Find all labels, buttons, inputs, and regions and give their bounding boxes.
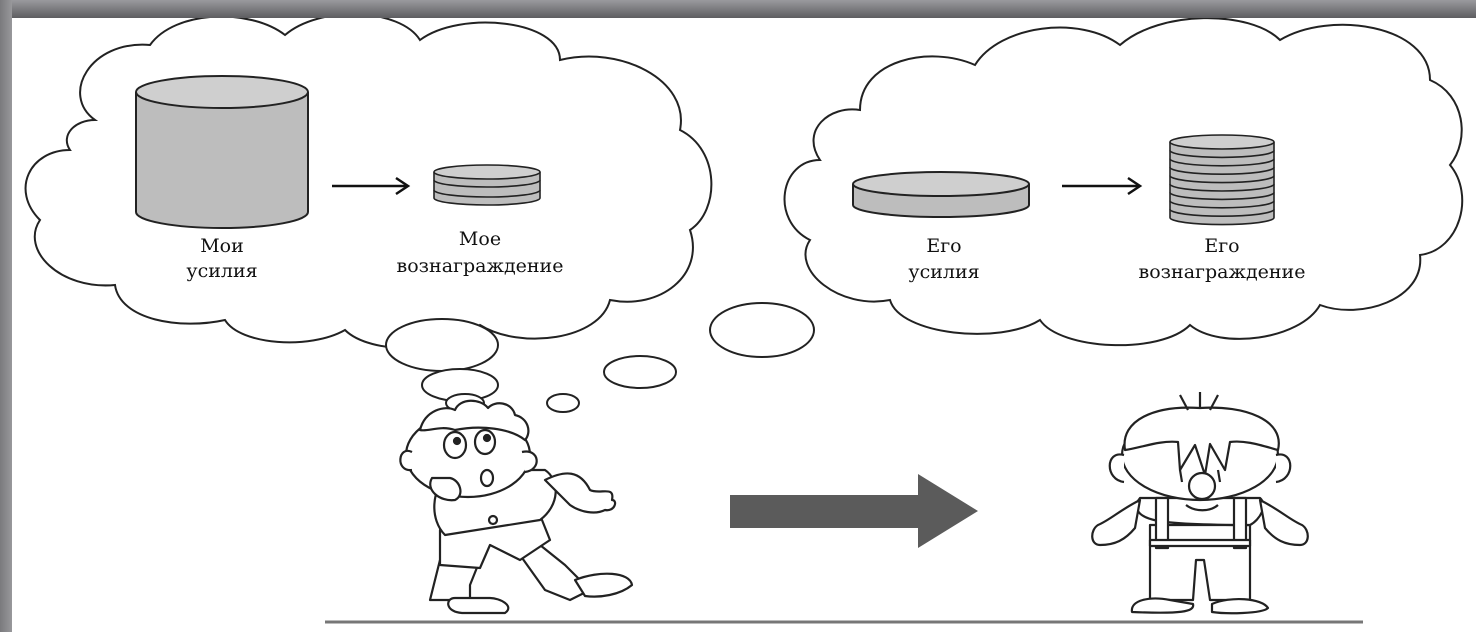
my-reward-coins	[433, 164, 541, 206]
his-reward-coins	[1169, 134, 1275, 226]
my-reward-label-line2: вознаграждение	[397, 255, 564, 277]
his-effort-disc	[852, 171, 1030, 218]
my-effort-label-line2: усилия	[186, 260, 257, 282]
left-thought-cloud	[24, 18, 713, 350]
window-frame-top	[0, 0, 1476, 18]
right-thought-bubbles	[546, 302, 815, 413]
left-thought-bubbles	[385, 318, 499, 413]
right-thought-cloud	[783, 18, 1464, 347]
equity-diagram: Мои усилия Мое вознаграждение Его усилия…	[24, 18, 1464, 624]
diagram-canvas: Мои усилия Мое вознаграждение Его усилия…	[12, 18, 1476, 632]
his-reward-label-line1: Его	[1204, 235, 1239, 257]
his-reward-label-line2: вознаграждение	[1139, 261, 1306, 283]
small-arrow-right	[1062, 176, 1143, 196]
big-arrow	[730, 474, 978, 548]
my-effort-label-line1: Мои	[200, 235, 244, 257]
his-effort-label-line2: усилия	[908, 261, 979, 283]
my-reward-label-line1: Мое	[459, 228, 501, 250]
his-effort-label-line1: Его	[926, 235, 961, 257]
thinking-kid	[399, 399, 634, 615]
content-kid	[1091, 392, 1309, 615]
small-arrow-left	[332, 176, 411, 196]
my-effort-cylinder	[135, 75, 309, 229]
window-frame-left	[0, 0, 12, 632]
coin-top	[1169, 134, 1275, 150]
